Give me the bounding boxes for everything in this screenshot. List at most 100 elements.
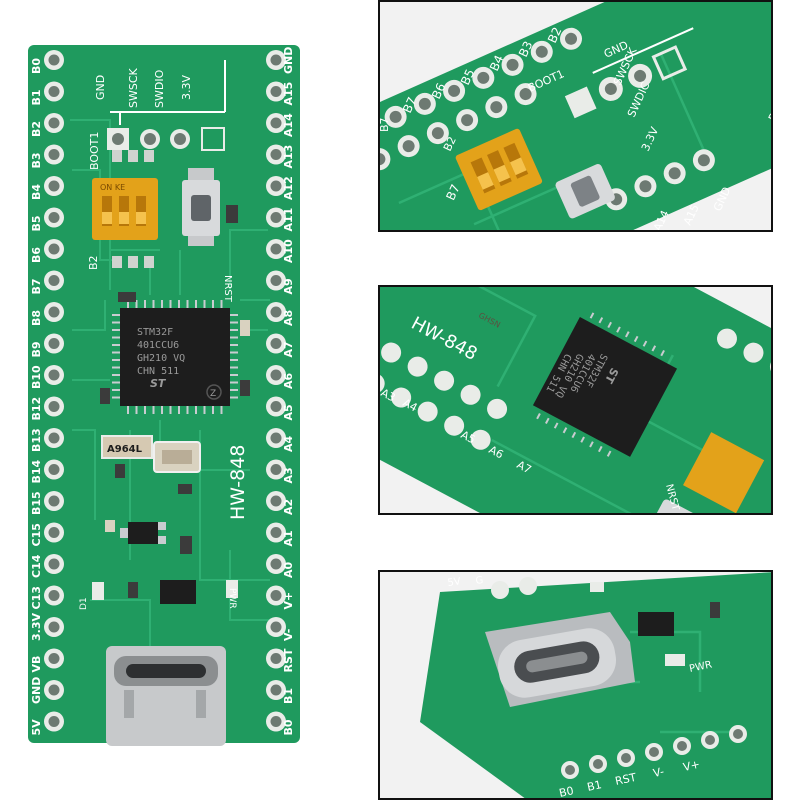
pin-label: A15 <box>282 82 295 106</box>
pin-hole <box>270 621 282 633</box>
smd-part <box>115 464 125 478</box>
zoom-panel-middle: HW-848 STM32F 401CCU6 GH210 VQ CHN 511 S… <box>378 285 773 515</box>
pin-label: B7 <box>30 278 43 294</box>
zoom-panel-bottom: PWR B0 B1 RST V- V+ 5V G <box>378 570 773 800</box>
pin-hole <box>270 86 282 97</box>
pin-hole <box>48 558 60 570</box>
zoom-pwr-led <box>665 654 685 666</box>
pin-hole <box>48 212 60 223</box>
pin-label: B12 <box>30 397 43 421</box>
b2-label: B2 <box>87 255 100 270</box>
pin-label: RST <box>282 648 295 672</box>
zoom-bottom-pin-vminus: V- <box>652 765 665 780</box>
pin-label: B13 <box>30 428 43 452</box>
smd-cap <box>226 205 238 223</box>
header-pad-4 <box>201 127 225 151</box>
header-label-0: GND <box>94 75 107 100</box>
pin-hole <box>48 117 60 129</box>
zoom-top-b2-label: B2 <box>441 135 459 154</box>
pin-hole <box>48 432 60 444</box>
pin-hole <box>270 369 282 381</box>
smd-part <box>180 536 192 554</box>
pin-label: GND <box>30 677 43 704</box>
zoom-bottom-pin-vplus: V+ <box>682 758 701 774</box>
zoom-bottom-pin-b0: B0 <box>558 784 575 800</box>
pin-label: B9 <box>30 341 43 357</box>
smd-part <box>100 388 110 404</box>
pin-label: B0 <box>30 58 43 74</box>
zoom-bottom-top-g: G <box>475 575 484 587</box>
pin-hole <box>270 338 282 349</box>
boot-label: BOOT1 <box>88 132 101 170</box>
pin-hole <box>270 558 282 570</box>
pin-hole <box>48 306 60 318</box>
pin-hole <box>48 338 60 349</box>
pin-label: B0 <box>282 719 295 735</box>
right-pin-header: GNDA15A14A13A12A11A10A9A8A7A6A5A4A3A2A1A… <box>266 47 295 736</box>
dip-label: ON KE <box>100 183 125 192</box>
pin-hole <box>48 716 60 727</box>
header-label-3: 3.3V <box>180 75 193 100</box>
pin-hole <box>48 621 60 633</box>
pin-label: B4 <box>30 184 43 200</box>
pin-label: B3 <box>30 152 43 168</box>
zoom-mid-pin-a3: A3 <box>380 386 398 404</box>
chip-mark: Z <box>210 389 216 399</box>
pin-hole <box>48 369 60 381</box>
led-d1 <box>92 582 104 600</box>
pin-hole <box>270 149 282 160</box>
pin-label: C15 <box>30 523 43 546</box>
zoom-mid-svg: HW-848 STM32F 401CCU6 GH210 VQ CHN 511 S… <box>380 287 771 513</box>
led1-label: D1 <box>79 597 89 610</box>
pin-hole <box>48 590 60 601</box>
pin-hole <box>48 495 60 507</box>
pin-label: A6 <box>282 372 295 389</box>
zoom-top-pin-b5: B5 <box>458 67 477 87</box>
pin-label: VB <box>30 656 43 673</box>
pin-label: A0 <box>282 561 295 578</box>
zoom-smd <box>590 582 604 592</box>
chip-line-0: STM32F <box>137 327 173 338</box>
pin-hole <box>270 117 282 129</box>
crystal-label: A964L <box>107 444 143 455</box>
usb-c-connector <box>106 646 226 746</box>
pin-hole <box>270 684 282 696</box>
pin-label: A5 <box>282 404 295 420</box>
pin-label: B8 <box>30 310 43 326</box>
zoom-panel-top: B7 B7 B6 B5 B7 B7 B6 B5 B4 B3 B2 GND SWS… <box>378 0 773 232</box>
pin-hole <box>48 527 60 538</box>
pin-hole <box>270 716 282 727</box>
pin-hole <box>270 527 282 538</box>
pin-hole <box>48 684 60 696</box>
pin-label: C13 <box>30 586 43 609</box>
pin-hole <box>48 401 60 412</box>
model-label: HW-848 <box>227 445 249 520</box>
usb-ic <box>160 580 196 604</box>
pin-hole <box>270 180 282 192</box>
zoom-top-pin-label-b7-v: B7 <box>443 182 462 202</box>
dip-switch[interactable] <box>92 150 158 268</box>
zoom-top-pin-0: B7 <box>380 117 391 132</box>
pin-hole <box>270 401 282 412</box>
pin-label: A10 <box>282 239 295 263</box>
chip-line-3: CHN 511 <box>137 366 179 377</box>
voltage-regulator <box>120 522 166 544</box>
zoom-usb-ic <box>638 612 674 636</box>
pin-label: V- <box>282 629 295 641</box>
pin-label: B10 <box>30 365 43 389</box>
pin-label: GND <box>282 47 295 74</box>
pin-label: A11 <box>282 208 295 232</box>
zoom-bottom-svg: PWR B0 B1 RST V- V+ 5V G <box>380 572 771 800</box>
chip-line-1: 401CCU6 <box>137 340 179 351</box>
zoom-mid-pin-a7: A7 <box>515 458 534 476</box>
zoom-smd <box>710 602 720 618</box>
zoom-usb-c-connector <box>485 612 635 707</box>
reset-button[interactable] <box>182 168 220 246</box>
pin-label: A3 <box>282 467 295 483</box>
board-svg: B0B1B2B3B4B5B6B7B8B9B10B12B13B14B15C15C1… <box>28 45 300 746</box>
pin-label: A7 <box>282 341 295 357</box>
header-label-1: SWSCK <box>127 67 140 108</box>
pin-label: B6 <box>30 247 43 263</box>
crystal-small <box>101 435 153 459</box>
zoom-bottom-pwr: PWR <box>688 659 713 675</box>
